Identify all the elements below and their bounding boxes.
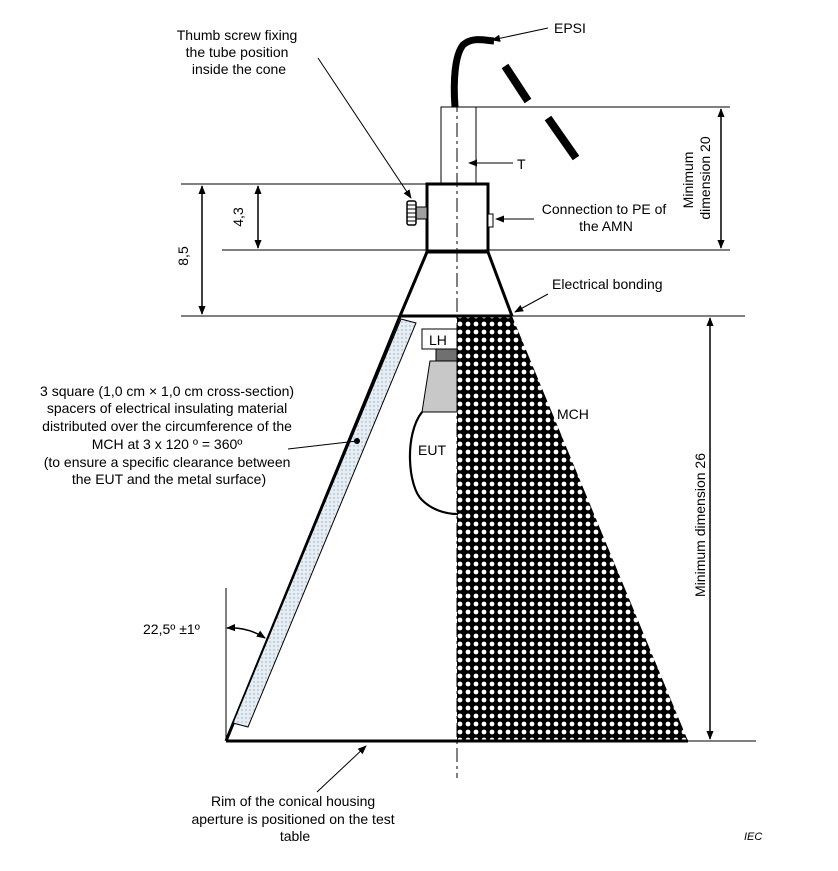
epsi-cable-dash-1	[501, 63, 532, 104]
label-thumb-screw: Thumb screw fixing the tube position ins…	[177, 27, 301, 77]
label-angle: 22,5º ±1º	[143, 621, 200, 637]
label-mch: MCH	[557, 406, 589, 422]
tube-t	[440, 106, 477, 185]
label-connection-pe: Connection to PE of the AMN	[542, 201, 670, 234]
epsi-cable	[450, 36, 495, 108]
epsi-cable-dash-2	[544, 115, 580, 161]
label-eut: EUT	[418, 442, 446, 458]
angle-arc	[226, 624, 266, 639]
thumb-screw-shaft	[414, 206, 428, 220]
label-iec: IEC	[744, 831, 762, 843]
leader-bonding	[514, 293, 549, 313]
thumb-screw-knurl	[407, 204, 416, 222]
eut-lamp-body	[421, 360, 458, 413]
leader-rim	[316, 745, 367, 793]
leader-thumb-screw	[317, 57, 412, 199]
label-dim-8-5: 8,5	[175, 246, 191, 266]
label-rim: Rim of the conical housing aperture is p…	[191, 793, 398, 844]
leader-spacers-dot	[354, 438, 360, 444]
frustum-left	[398, 251, 429, 317]
leader-epsi	[491, 27, 549, 42]
leader-spacers	[287, 440, 358, 450]
label-epsi: EPSI	[554, 20, 586, 36]
label-t: T	[517, 156, 526, 172]
label-dim-4-3: 4,3	[230, 207, 246, 227]
eut-lamp-globe	[408, 411, 458, 516]
label-lh: LH	[429, 332, 447, 348]
label-min-dim-20: Minimum dimension 20	[680, 136, 713, 219]
label-spacers: 3 square (1,0 cm × 1,0 cm cross-section)…	[40, 383, 298, 487]
frustum-right	[486, 251, 514, 317]
metal-cone-housing-mesh	[457, 316, 688, 741]
insulating-spacer	[232, 318, 417, 728]
label-electrical-bonding: Electrical bonding	[552, 276, 663, 292]
pe-connector	[487, 213, 494, 228]
label-min-dim-26: Minimum dimension 26	[692, 453, 708, 597]
lamp-holder-base	[435, 348, 458, 362]
